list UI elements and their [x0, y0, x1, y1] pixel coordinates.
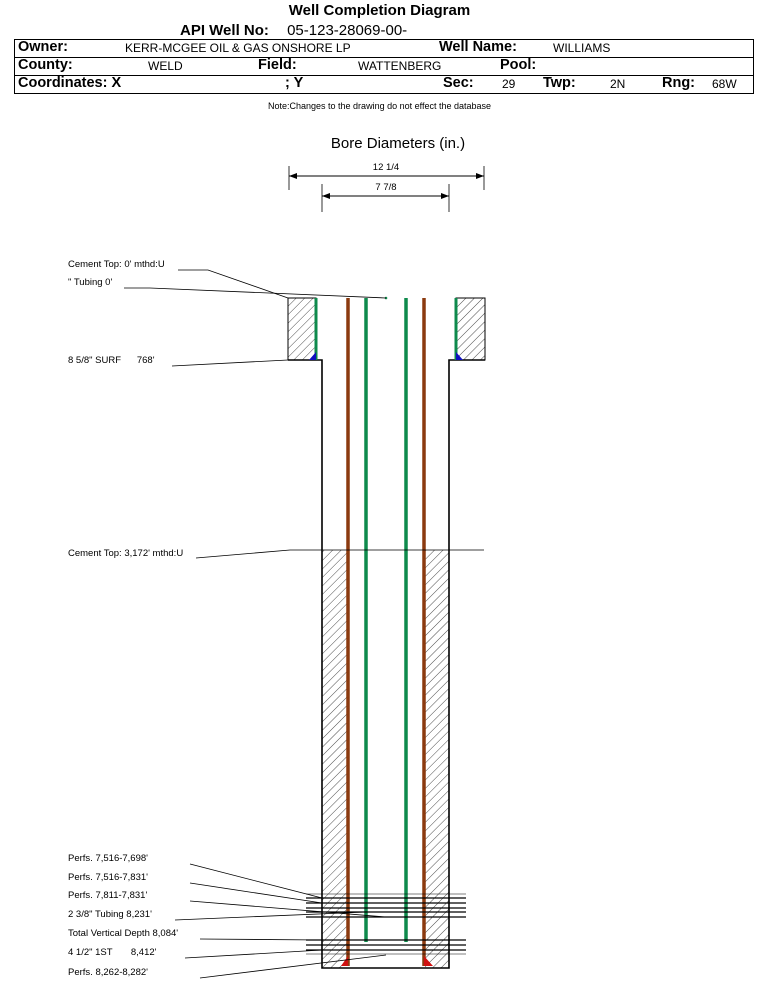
sec-label: Sec: — [443, 75, 474, 91]
well-name-label: Well Name: — [439, 39, 517, 55]
bore-inner-label: 7 7/8 — [375, 182, 396, 193]
surface-shoe-left — [309, 352, 316, 360]
twp-label: Twp: — [543, 75, 576, 91]
tubing-0-label: " Tubing 0' — [68, 277, 112, 288]
perfs-3-label: Perfs. 7,811-7,831' — [68, 890, 147, 901]
bore-dimension-outer: 12 1/4 — [288, 162, 485, 190]
api-value: 05-123-28069-00- — [287, 22, 408, 39]
production-shoe-left — [341, 956, 348, 966]
coords-row: Coordinates: X ; Y Sec: 29 Twp: 2N Rng: … — [15, 75, 753, 93]
api-row: API Well No: 05-123-28069-00- — [180, 22, 407, 39]
leader-lines — [124, 269, 484, 979]
casing-1st-label: 4 1/2" 1ST 8,412' — [68, 947, 157, 958]
production-cement-right — [425, 550, 449, 968]
bore-outline — [288, 359, 485, 969]
twp-value: 2N — [610, 77, 626, 91]
surface-cement-left — [287, 297, 317, 361]
coords-y-label: ; Y — [285, 75, 304, 91]
rng-label: Rng: — [662, 75, 696, 91]
owner-row: Owner: KERR-MCGEE OIL & GAS ONSHORE LP W… — [15, 39, 753, 58]
bore-outer-label: 12 1/4 — [373, 162, 399, 173]
sec-value: 29 — [502, 77, 516, 91]
production-cement-left — [322, 550, 347, 968]
owner-label: Owner: — [18, 39, 68, 55]
diagram-title: Well Completion Diagram — [288, 2, 471, 19]
surface-cement-right — [455, 297, 486, 361]
field-value: WATTENBERG — [358, 59, 442, 73]
cement-top-0-label: Cement Top: 0' mthd:U — [68, 259, 165, 270]
bore-diameters-title: Bore Diameters (in.) — [331, 135, 465, 152]
county-value: WELD — [148, 59, 183, 73]
tvd-label: Total Vertical Depth 8,084' — [68, 928, 178, 939]
bore-dimension-inner: 7 7/8 — [321, 182, 450, 212]
field-label: Field: — [258, 57, 297, 73]
county-row: County: WELD Field: WATTENBERG Pool: — [15, 57, 753, 76]
well-name-value: WILLIAMS — [553, 41, 611, 55]
note-text: Note:Changes to the drawing do not effec… — [268, 101, 491, 111]
header-table: Owner: KERR-MCGEE OIL & GAS ONSHORE LP W… — [14, 39, 754, 94]
surface-shoe-right — [456, 352, 463, 360]
perfs-2-label: Perfs. 7,516-7,831' — [68, 872, 148, 883]
coords-x-label: Coordinates: X — [18, 75, 122, 91]
surf-casing-label: 8 5/8" SURF 768' — [68, 355, 155, 366]
production-shoe-right — [424, 956, 433, 966]
perfs-4-label: Perfs. 8,262-8,282' — [68, 967, 148, 978]
county-label: County: — [18, 57, 73, 73]
pool-label: Pool: — [500, 57, 537, 73]
api-label: API Well No: — [180, 22, 269, 39]
perfs-1-label: Perfs. 7,516-7,698' — [68, 853, 148, 864]
tubing-8231-label: 2 3/8" Tubing 8,231' — [68, 909, 152, 920]
rng-value: 68W — [712, 77, 737, 91]
cement-top-3172-label: Cement Top: 3,172' mthd:U — [68, 548, 183, 559]
owner-value: KERR-MCGEE OIL & GAS ONSHORE LP — [125, 41, 351, 55]
